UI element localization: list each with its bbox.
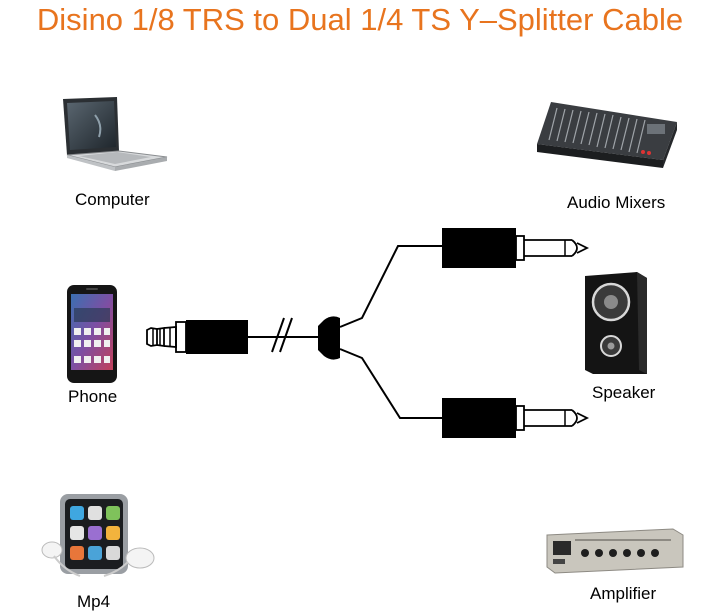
speaker-label: Speaker: [592, 383, 656, 402]
laptop-icon: [55, 95, 170, 175]
diagram-title: Disino 1/8 TRS to Dual 1/4 TS Y–Splitter…: [36, 2, 684, 37]
ts-plug-upper-icon: [442, 228, 590, 268]
ts-plug-lower-icon: [442, 398, 590, 438]
mp4-player-icon: [40, 492, 165, 582]
trs-plug-icon: [146, 320, 248, 354]
amplifier-icon: [545, 527, 685, 575]
audio-mixers-label: Audio Mixers: [567, 193, 666, 212]
smartphone-icon: [66, 284, 118, 384]
mixer-icon: [535, 100, 680, 170]
amplifier-label: Amplifier: [590, 584, 657, 603]
splitter-body: [318, 316, 340, 360]
computer-label: Computer: [75, 190, 150, 209]
speaker-icon: [583, 270, 649, 376]
mp4-label: Mp4: [77, 592, 111, 611]
phone-label: Phone: [68, 387, 118, 406]
